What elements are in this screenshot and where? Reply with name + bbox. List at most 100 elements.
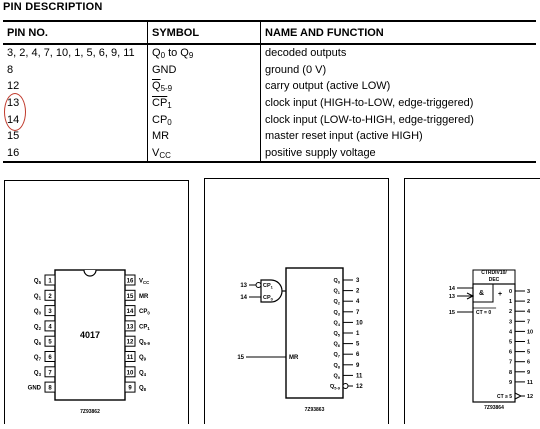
function-cell: master reset input (active HIGH) bbox=[260, 127, 536, 145]
pin-number-cell: 15 bbox=[7, 130, 20, 143]
output-label: Q0 bbox=[334, 278, 341, 285]
iec-body bbox=[472, 283, 516, 403]
inversion-bubble bbox=[255, 282, 262, 288]
pin-box bbox=[124, 274, 136, 286]
output-pin-number: 9 bbox=[356, 363, 360, 369]
symbol-cell: VCC bbox=[147, 144, 261, 164]
iec-output-pin-number: 3 bbox=[527, 289, 530, 295]
output-pin-number: 4 bbox=[356, 299, 360, 305]
output-pin-number: 11 bbox=[356, 373, 363, 379]
iec-input-pin-number: 15 bbox=[449, 310, 455, 316]
function-cell: decoded outputs bbox=[260, 44, 536, 62]
output-label: Q4 bbox=[334, 320, 341, 327]
pin-description-table: PIN NO. SYMBOL NAME AND FUNCTION 3, 2, 4… bbox=[3, 20, 536, 164]
pin-label: Q1 bbox=[34, 294, 42, 301]
drawing-code: 7Z93863 bbox=[305, 407, 325, 413]
iec-output-digit: 8 bbox=[509, 370, 512, 376]
pin-label: Q9 bbox=[139, 355, 147, 362]
output-pin-number: 7 bbox=[356, 310, 360, 316]
ic-chip-label: 4017 bbox=[80, 330, 100, 340]
output-label: Q3 bbox=[334, 310, 341, 317]
iec-output-digit: 2 bbox=[509, 309, 512, 315]
pin-box bbox=[44, 366, 56, 378]
pin-number: 16 bbox=[127, 279, 134, 285]
pin-number: 6 bbox=[48, 355, 52, 361]
iec-output-digit: 6 bbox=[509, 350, 512, 356]
symbol-cell: MR bbox=[147, 127, 261, 145]
drawing-code: 7Z93862 bbox=[80, 409, 100, 415]
function-cell: clock input (HIGH-to-LOW, edge-triggered… bbox=[260, 94, 536, 112]
red-circle-annotation bbox=[4, 93, 26, 131]
ic-notch bbox=[83, 269, 97, 277]
input-label: MR bbox=[289, 355, 299, 361]
output-pin-number: 1 bbox=[356, 331, 360, 337]
symbol-cell: CP1 bbox=[147, 94, 261, 112]
iec-output-digit: 3 bbox=[509, 319, 512, 325]
iec-output-pin-number: 10 bbox=[527, 329, 533, 335]
pin-box bbox=[124, 381, 136, 393]
pin-number-cell: 8 bbox=[7, 63, 14, 76]
symbol-cell: Q5-9 bbox=[147, 78, 261, 95]
output-label: Q9 bbox=[334, 373, 341, 380]
iec-output-digit: 9 bbox=[509, 380, 512, 386]
iec-output-pin-number: 4 bbox=[527, 309, 531, 315]
pin-box bbox=[44, 274, 56, 286]
output-label: Q6 bbox=[334, 342, 341, 349]
pin-number: 15 bbox=[127, 294, 134, 300]
iec-output-pin-number: 1 bbox=[527, 340, 530, 346]
pin-label: Q5 bbox=[34, 279, 42, 286]
symbol-cell: CP0 bbox=[147, 111, 261, 128]
iec-output-digit: 1 bbox=[509, 299, 512, 305]
pin-box bbox=[44, 335, 56, 347]
pin-number: 9 bbox=[128, 386, 132, 392]
ic-body bbox=[54, 269, 126, 401]
pin-number-cell: 12 bbox=[7, 80, 20, 93]
output-pin-number: 10 bbox=[356, 320, 363, 326]
pin-box bbox=[44, 351, 56, 362]
iec-negation-wedge bbox=[514, 392, 523, 400]
output-pin-number: 2 bbox=[356, 289, 360, 295]
iec-negation-wedge bbox=[466, 292, 475, 300]
iec-output-digit: 4 bbox=[509, 329, 513, 335]
header-name-function: NAME AND FUNCTION bbox=[260, 20, 536, 45]
pin-number: 12 bbox=[127, 340, 134, 346]
pin-box bbox=[124, 289, 136, 301]
drawing-code: 7Z93864 bbox=[484, 405, 504, 411]
pin-label: Q4 bbox=[139, 370, 147, 377]
function-cell: clock input (LOW-to-HIGH, edge-triggered… bbox=[260, 111, 536, 128]
pin-box bbox=[44, 305, 56, 317]
output-label: Q5-9 bbox=[330, 384, 341, 391]
function-cell: positive supply voltage bbox=[260, 144, 536, 164]
page-title: PIN DESCRIPTION bbox=[3, 1, 103, 13]
iec-output-digit: 0 bbox=[509, 289, 512, 295]
iec-ct5-label: CT ≥ 5 bbox=[497, 394, 512, 400]
output-label: Q2 bbox=[334, 299, 341, 306]
pin-box bbox=[124, 366, 136, 378]
symbol-cell: GND bbox=[147, 61, 261, 79]
input-pin-number: 14 bbox=[240, 295, 247, 301]
output-pin-number: 6 bbox=[356, 352, 360, 358]
header-symbol: SYMBOL bbox=[147, 20, 261, 45]
output-label: Q7 bbox=[334, 352, 341, 359]
pin-label: Q3 bbox=[34, 370, 42, 377]
pin-number: 10 bbox=[127, 370, 134, 376]
pin-label: Q6 bbox=[34, 340, 42, 347]
pin-number: 8 bbox=[48, 386, 52, 392]
iec-output-pin-number: 9 bbox=[527, 370, 530, 376]
pin-box bbox=[124, 335, 136, 347]
iec-output-pin-number: 12 bbox=[527, 394, 533, 400]
pin-number-cell: 16 bbox=[3, 144, 148, 164]
symbol-cell: Q0 to Q9 bbox=[147, 44, 261, 62]
input-pin-number: 15 bbox=[237, 355, 244, 361]
output-pin-number: 3 bbox=[356, 278, 360, 284]
